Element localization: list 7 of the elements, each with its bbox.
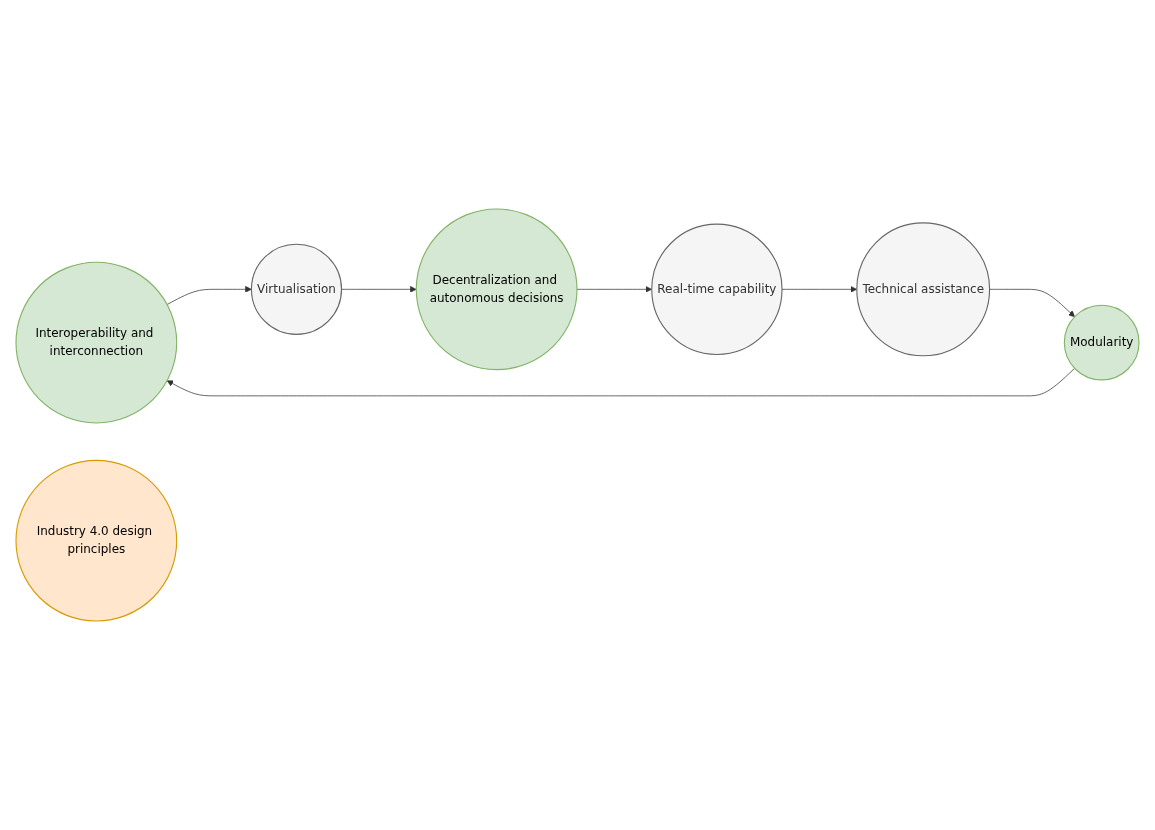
node-circle: Real-time capability: [651, 223, 783, 356]
node-circle: Technical assistance: [856, 222, 991, 357]
node-circle: Industry 4.0 design principles: [15, 459, 178, 622]
node-circle: Modularity: [1063, 304, 1140, 381]
node-circle: Virtualisation: [250, 243, 343, 335]
node-circle: Interoperability and interconnection: [15, 261, 178, 424]
node-circle: Decentralization and autonomous decisions: [415, 208, 578, 371]
